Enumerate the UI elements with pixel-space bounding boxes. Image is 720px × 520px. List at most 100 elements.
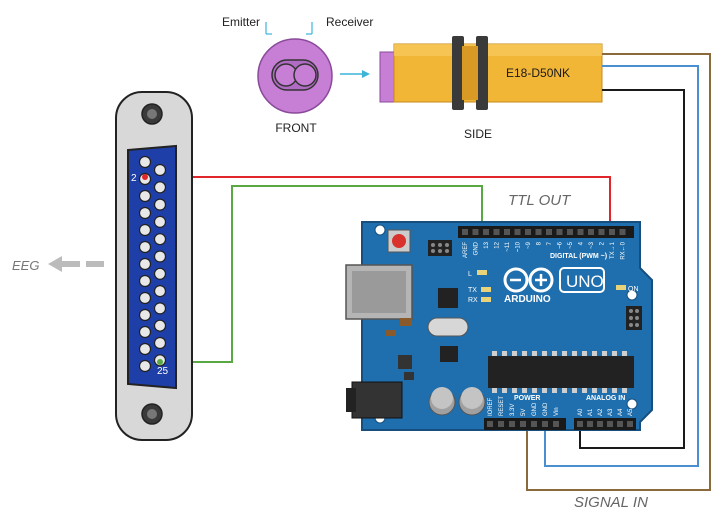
header-pin-hole <box>627 421 633 427</box>
header-pin-hole <box>607 421 613 427</box>
wire-blue <box>544 65 699 467</box>
db25-pin <box>153 181 167 194</box>
header-pin-hole <box>531 421 537 427</box>
led-rx <box>481 297 491 302</box>
power-pin-label: GND <box>532 402 538 416</box>
db25-pin <box>138 308 152 322</box>
dc-jack <box>351 381 403 419</box>
top-pin-label: 7 <box>547 241 553 245</box>
receiver-lens <box>293 63 317 87</box>
pin-25-label: 25 <box>157 366 169 377</box>
db25-pin <box>138 342 152 356</box>
db25-connector: 2 25 <box>115 91 193 441</box>
db25-pin <box>153 285 167 298</box>
wire-green <box>160 185 483 363</box>
analog-header <box>574 418 636 430</box>
arrow-icon <box>362 70 370 78</box>
db25-pin <box>138 240 152 254</box>
top-pin-label: ~11 <box>505 241 511 251</box>
sensor-side: E18-D50NK SIDE <box>379 36 603 141</box>
header-pin-hole <box>598 229 605 235</box>
top-pin-label: 13 <box>484 241 490 248</box>
uno-label: UNO <box>566 272 604 291</box>
atmega-chip <box>488 356 634 388</box>
led-on <box>616 285 626 290</box>
wire-green-end <box>157 359 163 365</box>
header-pin-hole <box>462 229 468 235</box>
header-pin-hole <box>577 421 583 427</box>
top-pin-label: ~6 <box>558 241 564 249</box>
header-pin-hole <box>617 421 623 427</box>
db25-pin <box>138 274 152 288</box>
analog-pin-label: A0 <box>578 408 584 416</box>
header-pin-hole <box>525 229 531 235</box>
crystal-oscillator <box>427 317 469 337</box>
header-pin-hole <box>504 229 510 235</box>
digital-label: DIGITAL (PWM ~) <box>550 253 607 260</box>
power-pin-label: Vin <box>554 407 560 416</box>
top-pin-label: AREF <box>463 242 469 258</box>
analog-label: ANALOG IN <box>586 395 625 402</box>
header-pin-hole <box>483 229 489 235</box>
header-pin-hole <box>597 421 603 427</box>
eeg-arrow: EEG <box>12 256 104 273</box>
front-label: FRONT <box>275 121 317 135</box>
top-pin-label: 12 <box>495 241 501 248</box>
header-pin-hole <box>514 229 521 235</box>
header-pin-hole <box>546 229 552 235</box>
db25-pin <box>138 359 152 373</box>
arduino-logo: ARDUINO UNO <box>503 267 605 305</box>
arduino-logo-text: ARDUINO <box>504 294 551 305</box>
header-pin-hole <box>535 229 542 235</box>
led-on-label: ON <box>628 286 639 293</box>
top-pin-label: 8 <box>537 241 543 245</box>
db25-pin <box>138 291 152 305</box>
analog-pin-label: A4 <box>618 408 624 416</box>
db25-pin <box>153 336 167 350</box>
db25-pin <box>138 206 152 220</box>
led-l <box>477 270 487 275</box>
wire-brown <box>526 53 711 491</box>
top-pin-label: 4 <box>579 241 585 245</box>
top-pin-label: ~9 <box>526 241 532 249</box>
db25-pin <box>138 257 152 271</box>
led-rx-label: RX <box>468 297 478 304</box>
led-tx-label: TX <box>468 287 477 294</box>
db25-pin <box>138 155 152 169</box>
header-pin-hole <box>509 421 515 427</box>
top-pin-label: ~10 <box>516 241 522 252</box>
db25-pins <box>138 155 167 373</box>
header-pin-hole <box>472 229 479 235</box>
side-label: SIDE <box>464 127 492 141</box>
header-pin-hole <box>609 229 615 235</box>
receiver-label: Receiver <box>326 15 373 29</box>
pin-2-label: 2 <box>131 173 137 184</box>
header-pin-hole <box>587 421 593 427</box>
header-pin-hole <box>588 229 594 235</box>
wire-black <box>579 89 685 449</box>
power-pin-label: GND <box>543 402 549 416</box>
header-pin-hole <box>577 229 584 235</box>
db25-pin <box>153 250 167 263</box>
signal-in-label: SIGNAL IN <box>574 494 648 511</box>
header-pin-hole <box>520 421 526 427</box>
header-pin-hole <box>487 421 493 427</box>
db25-pin <box>153 233 167 246</box>
analog-pin-label: A5 <box>628 408 634 416</box>
arrow-left-icon <box>48 256 62 272</box>
power-pin-label: 3.3V <box>510 404 516 416</box>
db25-pin <box>153 302 167 315</box>
ttl-out-label: TTL OUT <box>508 192 572 209</box>
analog-pin-label: A2 <box>598 408 604 416</box>
header-pin-hole <box>567 229 573 235</box>
db25-pin <box>153 198 167 211</box>
sensor-front: Emitter Receiver FRONT <box>222 15 373 135</box>
eeg-label: EEG <box>12 258 39 273</box>
db25-pin <box>153 267 167 280</box>
usb-chip <box>438 288 458 308</box>
wire-red-end <box>142 174 148 180</box>
led-l-label: L <box>468 271 472 278</box>
top-pin-label: TX→1 <box>610 241 616 259</box>
analog-pin-label: A1 <box>588 408 594 416</box>
